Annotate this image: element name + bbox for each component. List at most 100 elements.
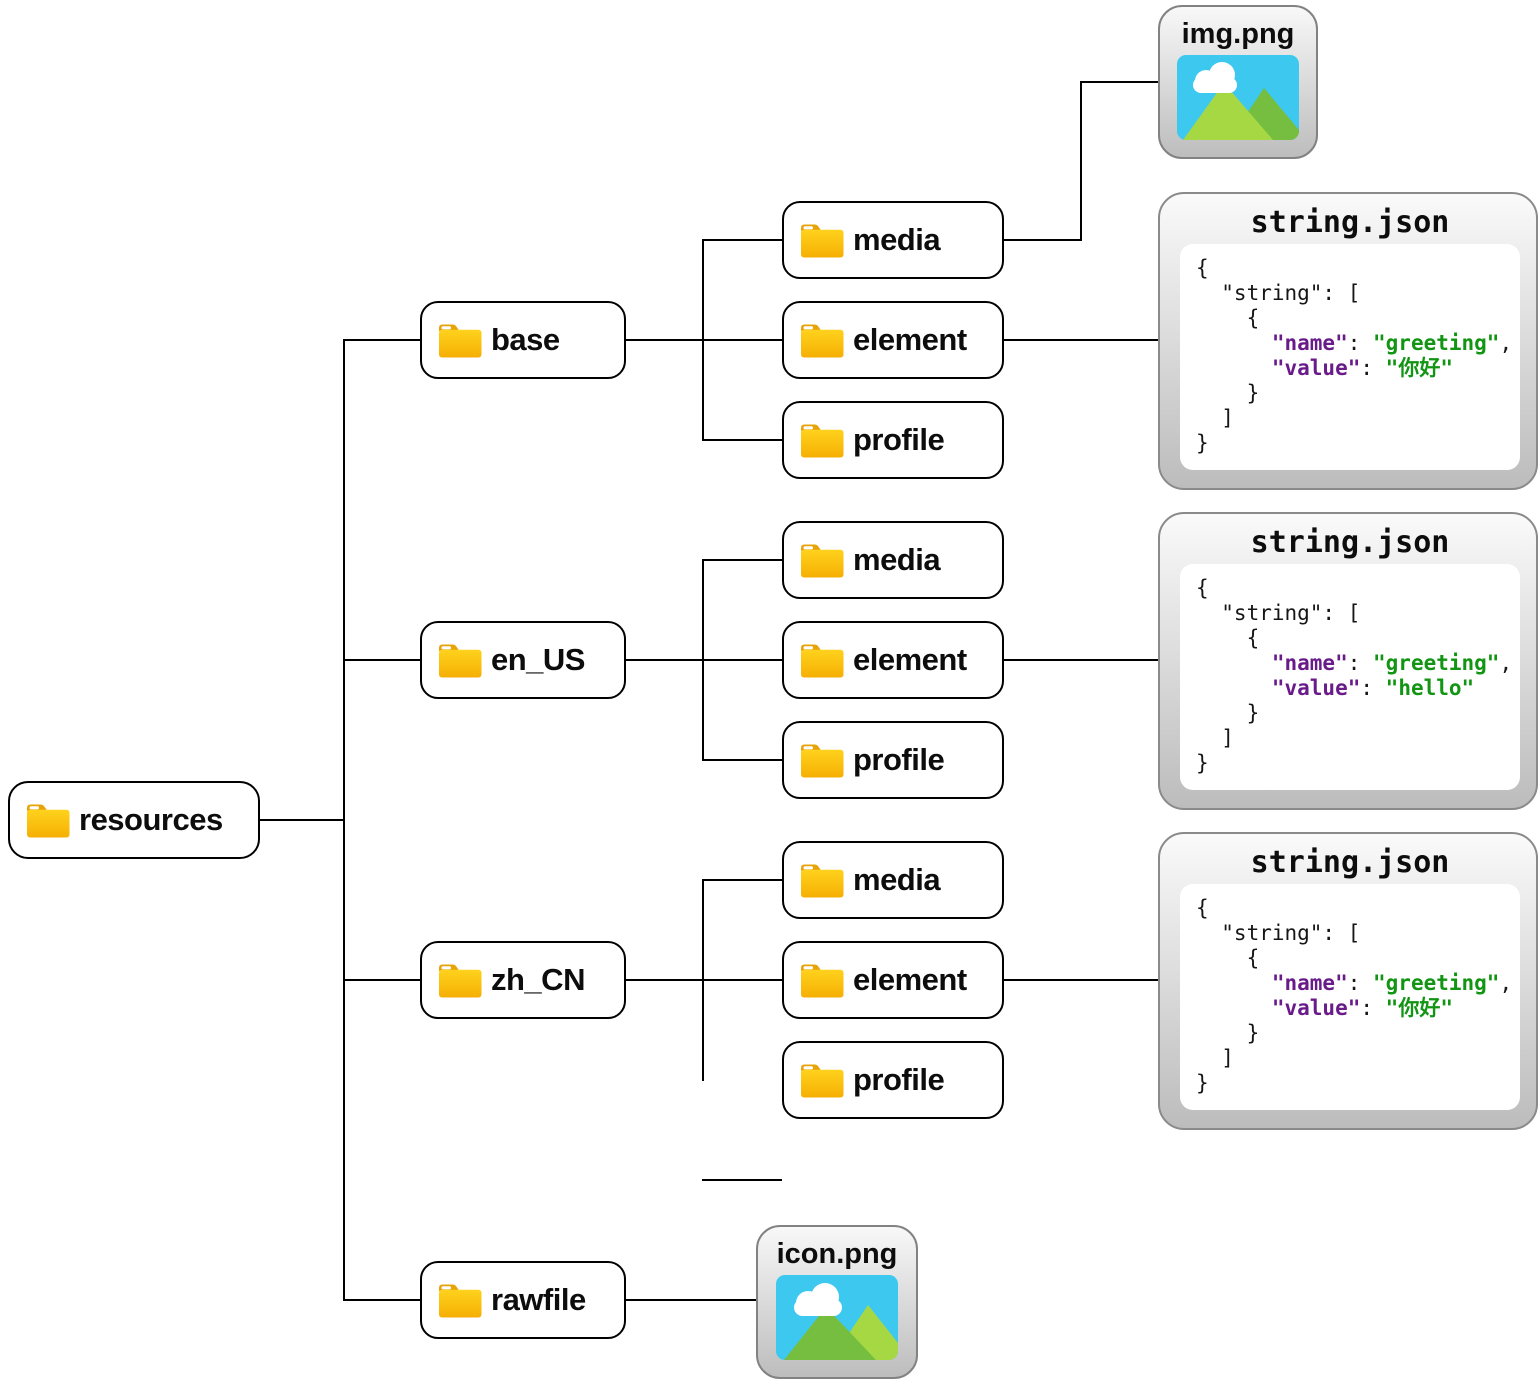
folder-icon: [799, 741, 845, 779]
connector-line: [702, 879, 704, 1081]
file-card-string-json-enus: string.json { "string": [ { "name": "gre…: [1158, 512, 1538, 810]
folder-icon: [437, 641, 483, 679]
node-label: profile: [853, 742, 945, 777]
node-zhcn-element: element: [782, 941, 1004, 1019]
connector-line: [343, 979, 422, 981]
node-label: base: [491, 322, 560, 357]
connector-line: [702, 879, 782, 881]
code-panel: { "string": [ { "name": "greeting", "val…: [1180, 564, 1520, 790]
node-enus-element: element: [782, 621, 1004, 699]
connector-line: [702, 759, 782, 761]
node-label: media: [853, 222, 941, 257]
node-label: resources: [79, 802, 223, 837]
code-line: "value": "你好": [1271, 356, 1453, 380]
code-panel: { "string": [ { "name": "greeting", "val…: [1180, 244, 1520, 470]
node-enus-profile: profile: [782, 721, 1004, 799]
node-zh-cn: zh_CN: [420, 941, 626, 1019]
folder-icon: [437, 321, 483, 359]
folder-icon: [799, 541, 845, 579]
code-line: "name": "greeting",: [1271, 651, 1513, 675]
node-label: media: [853, 542, 941, 577]
folder-icon: [799, 861, 845, 899]
connector-line: [343, 1299, 422, 1301]
node-label: media: [853, 862, 941, 897]
connector-line: [1002, 239, 1082, 241]
folder-icon: [799, 1061, 845, 1099]
code-line: }: [1196, 1021, 1260, 1045]
code-line: "value": "hello": [1271, 676, 1475, 700]
node-label: zh_CN: [491, 962, 585, 997]
code-line: {: [1196, 626, 1260, 650]
code-panel: { "string": [ { "name": "greeting", "val…: [1180, 884, 1520, 1110]
code-line: }: [1196, 1071, 1209, 1095]
node-base-profile: profile: [782, 401, 1004, 479]
code-line: "name": "greeting",: [1271, 971, 1513, 995]
code-line: ]: [1196, 726, 1234, 750]
code-line: "string": [: [1196, 601, 1361, 625]
connector-line: [620, 979, 782, 981]
folder-icon: [799, 961, 845, 999]
code-line: {: [1196, 576, 1209, 600]
node-base-media: media: [782, 201, 1004, 279]
node-label: element: [853, 642, 967, 677]
connector-line: [1080, 81, 1082, 241]
code-line: "name": "greeting",: [1271, 331, 1513, 355]
file-card-string-json-base: string.json { "string": [ { "name": "gre…: [1158, 192, 1538, 490]
code-line: }: [1196, 381, 1260, 405]
connector-line: [702, 239, 782, 241]
connector-line: [1002, 659, 1160, 661]
connector-line: [620, 1299, 758, 1301]
code-line: {: [1196, 896, 1209, 920]
connector-line: [1002, 979, 1160, 981]
code-line: "string": [: [1196, 921, 1361, 945]
image-placeholder-icon: [1177, 55, 1299, 140]
node-label: rawfile: [491, 1282, 586, 1317]
node-en-us: en_US: [420, 621, 626, 699]
node-zhcn-profile: profile: [782, 1041, 1004, 1119]
connector-line: [1080, 81, 1160, 83]
code-line: "value": "你好": [1271, 996, 1453, 1020]
connector-line: [620, 659, 782, 661]
code-line: ]: [1196, 406, 1234, 430]
connector-line: [702, 239, 704, 441]
node-base-element: element: [782, 301, 1004, 379]
code-line: "string": [: [1196, 281, 1361, 305]
connector-line: [1002, 339, 1160, 341]
connector-line: [702, 559, 704, 761]
node-label: profile: [853, 1062, 945, 1097]
connector-line: [702, 439, 782, 441]
folder-icon: [799, 421, 845, 459]
code-line: ]: [1196, 1046, 1234, 1070]
folder-icon: [799, 221, 845, 259]
connector-line: [702, 559, 782, 561]
folder-icon: [25, 801, 71, 839]
code-line: {: [1196, 306, 1260, 330]
connector-line: [260, 819, 345, 821]
connector-line: [702, 1179, 782, 1181]
code-line: {: [1196, 946, 1260, 970]
node-label: element: [853, 322, 967, 357]
node-base: base: [420, 301, 626, 379]
connector-line: [620, 339, 782, 341]
node-label: element: [853, 962, 967, 997]
file-card-img-png: img.png: [1158, 5, 1318, 159]
folder-icon: [799, 641, 845, 679]
folder-icon: [799, 321, 845, 359]
file-title: img.png: [1181, 18, 1295, 50]
node-label: en_US: [491, 642, 585, 677]
connector-line: [343, 659, 422, 661]
code-line: }: [1196, 751, 1209, 775]
connector-line: [343, 339, 345, 1301]
node-resources: resources: [8, 781, 260, 859]
code-line: }: [1196, 701, 1260, 725]
file-title: string.json: [1250, 525, 1450, 560]
file-title: string.json: [1250, 845, 1450, 880]
connector-line: [343, 339, 422, 341]
folder-icon: [437, 1281, 483, 1319]
file-title: icon.png: [776, 1238, 898, 1270]
code-line: }: [1196, 431, 1209, 455]
node-rawfile: rawfile: [420, 1261, 626, 1339]
file-card-string-json-zhcn: string.json { "string": [ { "name": "gre…: [1158, 832, 1538, 1130]
image-placeholder-icon: [776, 1275, 898, 1360]
